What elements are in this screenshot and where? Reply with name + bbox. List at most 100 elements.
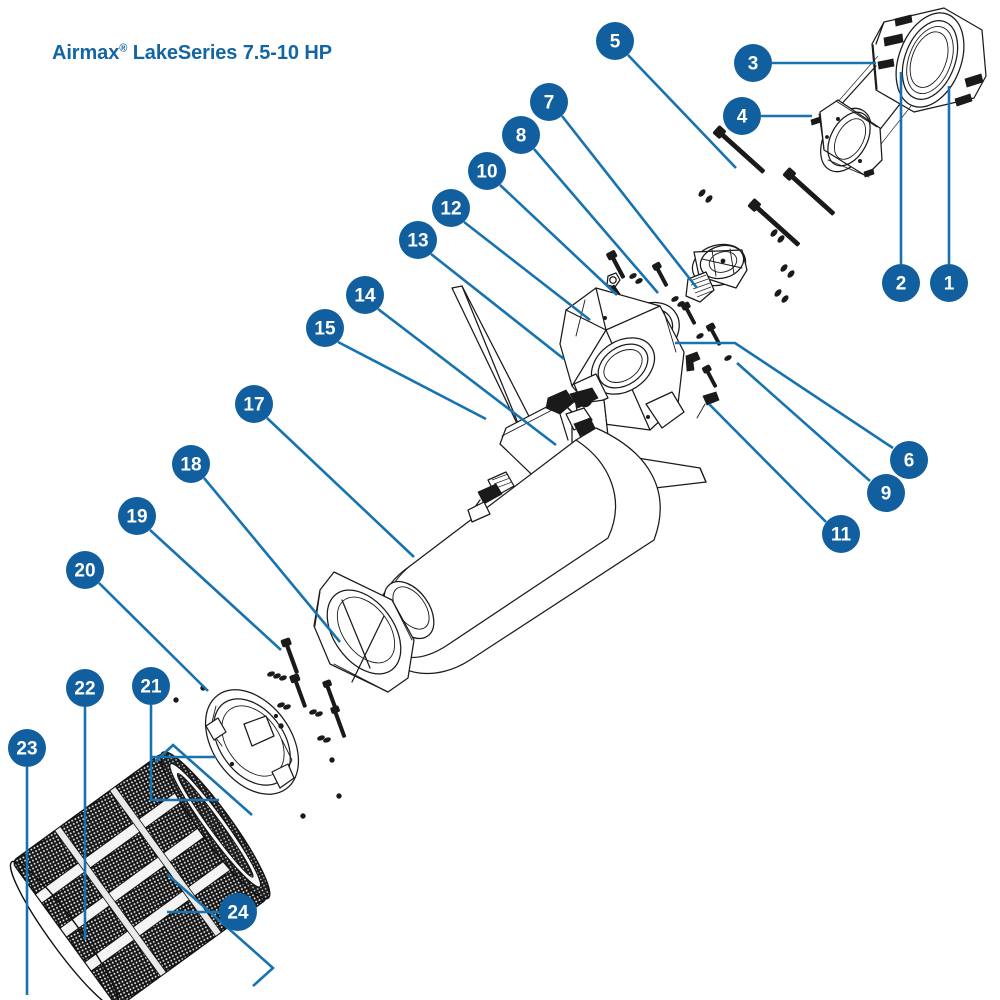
badge-circle <box>734 44 772 82</box>
page-title: Airmax® LakeSeries 7.5-10 HP <box>52 42 332 65</box>
callout-24[interactable]: 24 <box>219 893 257 931</box>
badge-circle <box>432 189 470 227</box>
badge-label: 18 <box>180 455 201 476</box>
leader-line-5 <box>627 54 737 169</box>
callout-20[interactable]: 20 <box>66 551 104 589</box>
badge-label: 17 <box>243 395 264 416</box>
leader-line-17 <box>266 417 415 558</box>
badge-label: 24 <box>227 903 249 924</box>
badge-label: 14 <box>354 286 376 307</box>
leader-line-9 <box>736 362 871 482</box>
leader-line-8 <box>533 148 659 294</box>
title-brand: Airmax <box>52 42 120 64</box>
leader-line-15 <box>337 340 487 421</box>
badge-label: 12 <box>440 199 461 220</box>
part-diffuser-flange <box>810 99 883 178</box>
badge-label: 2 <box>896 274 907 295</box>
badge-label: 3 <box>748 54 759 75</box>
callout-23[interactable]: 23 <box>8 729 46 767</box>
badge-circle <box>468 152 506 190</box>
registered-mark-icon: ® <box>119 42 128 55</box>
leader-line-11 <box>708 403 827 523</box>
callout-21[interactable]: 21 <box>132 667 170 705</box>
badge-circle <box>867 474 905 512</box>
callout-13[interactable]: 13 <box>399 221 437 259</box>
leader-lines <box>25 54 951 995</box>
part-screen-fasteners <box>173 637 347 819</box>
badge-circle <box>306 309 344 347</box>
leader-line-7 <box>560 115 699 289</box>
badge-circle <box>235 385 273 423</box>
leader-line-21 <box>149 705 219 802</box>
part-strain-relief <box>545 387 599 441</box>
callout-8[interactable]: 8 <box>502 116 540 154</box>
part-motor-canister <box>374 427 661 675</box>
callout-6[interactable]: 6 <box>890 441 928 479</box>
callout-17[interactable]: 17 <box>235 385 273 423</box>
badge-circle <box>399 221 437 259</box>
badge-label: 9 <box>881 484 892 505</box>
part-intake-end-cap <box>313 571 415 693</box>
badge-label: 8 <box>516 126 527 147</box>
badge-circle <box>172 445 210 483</box>
callout-1[interactable]: 1 <box>930 264 968 302</box>
part-impeller <box>685 243 748 303</box>
callout-10[interactable]: 10 <box>468 152 506 190</box>
leader-line-12 <box>463 220 591 322</box>
title-product: LakeSeries 7.5-10 HP <box>127 42 332 64</box>
badge-label: 22 <box>74 679 95 700</box>
leader-line-10 <box>499 184 618 296</box>
callout-11[interactable]: 11 <box>822 515 860 553</box>
badge-circle <box>723 97 761 135</box>
badge-circle <box>118 497 156 535</box>
badge-label: 11 <box>831 525 852 546</box>
leader-line-6 <box>675 341 894 450</box>
callout-9[interactable]: 9 <box>867 474 905 512</box>
badge-circle <box>502 116 540 154</box>
part-intake-retaining-ring <box>204 689 300 795</box>
leader-line-18 <box>202 477 342 643</box>
badge-circle <box>132 667 170 705</box>
callout-18[interactable]: 18 <box>172 445 210 483</box>
badge-label: 6 <box>904 451 915 472</box>
badge-label: 4 <box>737 107 748 128</box>
badge-circle <box>530 83 568 121</box>
badge-label: 20 <box>74 561 95 582</box>
badge-circle <box>822 515 860 553</box>
callout-3[interactable]: 3 <box>734 44 772 82</box>
badge-label: 23 <box>16 739 37 760</box>
leader-line-14 <box>377 307 557 447</box>
callout-5[interactable]: 5 <box>596 22 634 60</box>
badge-circle <box>890 441 928 479</box>
badge-label: 1 <box>944 274 955 295</box>
badge-circle <box>882 264 920 302</box>
badge-circle <box>8 729 46 767</box>
badge-circle <box>66 669 104 707</box>
part-small-fasteners <box>562 250 732 429</box>
badge-label: 10 <box>476 162 497 183</box>
callout-19[interactable]: 19 <box>118 497 156 535</box>
callout-15[interactable]: 15 <box>306 309 344 347</box>
badge-circle <box>66 551 104 589</box>
leader-line-13 <box>430 252 565 361</box>
leader-line-20 <box>98 582 209 692</box>
badge-label: 19 <box>126 507 147 528</box>
callout-14[interactable]: 14 <box>346 276 384 314</box>
leader-line-19 <box>149 529 282 651</box>
badge-label: 15 <box>314 319 336 340</box>
callout-2[interactable]: 2 <box>882 264 920 302</box>
callout-12[interactable]: 12 <box>432 189 470 227</box>
callout-4[interactable]: 4 <box>723 97 761 135</box>
callout-7[interactable]: 7 <box>530 83 568 121</box>
part-long-bolts <box>698 125 835 303</box>
badge-circle <box>930 264 968 302</box>
badge-circle <box>219 893 257 931</box>
callout-22[interactable]: 22 <box>66 669 104 707</box>
badge-label: 7 <box>544 93 555 114</box>
badge-circle <box>346 276 384 314</box>
badge-label: 5 <box>610 32 621 53</box>
